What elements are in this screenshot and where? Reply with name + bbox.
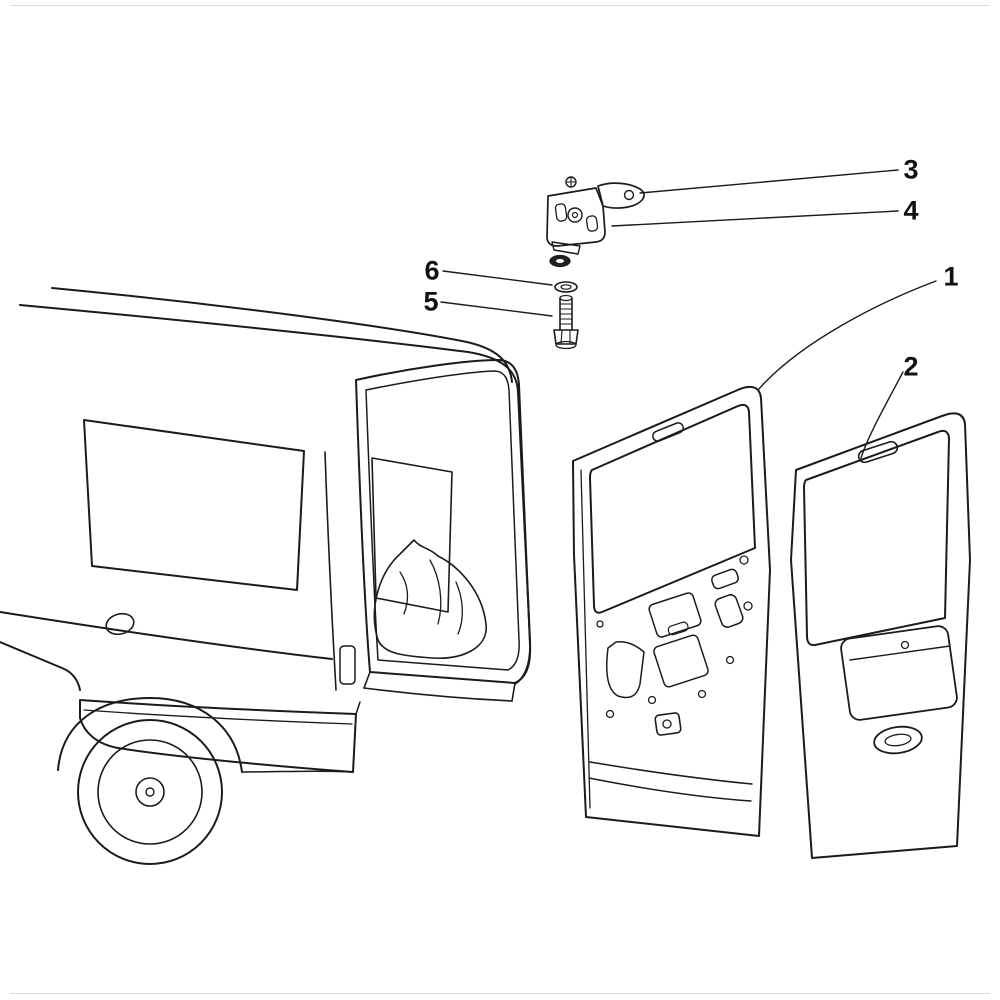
inner-door-center-stamp-lower	[653, 634, 709, 688]
van-side-window	[83, 419, 305, 591]
inner-door-top-slot	[652, 422, 684, 442]
van-wheel-center	[145, 787, 155, 797]
washer-part	[554, 281, 578, 293]
callout-3: 3	[903, 154, 919, 185]
top-scan-rule	[10, 5, 990, 6]
van-rear-aperture	[355, 359, 532, 684]
outer-door-window	[803, 429, 950, 647]
van-interior-cover	[373, 539, 487, 659]
outer-door-outline	[790, 412, 971, 859]
van-side-crease	[0, 611, 333, 660]
van-rear-corner-inner	[461, 340, 513, 383]
inner-door-center-slot	[667, 621, 689, 636]
bolt-shank-top	[559, 294, 573, 302]
inner-door-hole-7	[725, 655, 735, 665]
inner-door-hole-3	[596, 620, 604, 628]
callout-2: 2	[903, 351, 919, 382]
inner-door-window	[589, 403, 756, 614]
van-wheel-arch	[57, 697, 243, 773]
leader-line-6	[442, 270, 553, 286]
van-sill-left	[363, 671, 371, 689]
bottom-scan-rule	[10, 993, 990, 994]
hinge-assembly	[546, 176, 645, 268]
inner-door-latch-hole	[662, 719, 672, 729]
van-interior-cover-fold-1	[399, 571, 409, 615]
washer-outer	[554, 281, 578, 293]
van-underbody	[241, 770, 354, 773]
inner-door-panel	[572, 385, 771, 837]
hinge-arm-hole	[623, 189, 635, 201]
van-wheel-hub	[135, 777, 165, 807]
van-interior-cover-fold-3	[455, 581, 463, 635]
van-interior-cover-fold-2	[429, 559, 442, 625]
van-sill-line	[363, 687, 513, 702]
outer-door-panel	[790, 412, 971, 859]
inner-door-crease-2	[588, 777, 752, 802]
inner-door-outline	[572, 385, 771, 837]
callout-5: 5	[423, 286, 439, 317]
outer-door-grip	[873, 725, 923, 755]
van-sill-right	[511, 682, 516, 702]
inner-door-hole-2	[743, 601, 753, 611]
hinge-slot-right	[585, 215, 599, 232]
hinge-arm	[597, 182, 645, 209]
van-bumper-top-line	[83, 709, 353, 725]
inner-door-hole-4	[605, 709, 615, 719]
inner-door-center-stamp-upper	[648, 592, 702, 638]
leader-line-5	[440, 301, 553, 317]
leader-line-1	[757, 280, 937, 391]
van-wheel-tire	[77, 719, 223, 865]
hinge-pivot-hole	[567, 207, 583, 223]
inner-door-right-slot-lower	[714, 594, 744, 628]
outer-door-grip-inner	[884, 733, 912, 747]
callout-4: 4	[903, 195, 919, 226]
leader-lines	[440, 169, 937, 459]
bolt-part	[553, 294, 579, 350]
van-fuel-cap	[105, 612, 135, 636]
van-wheel-rim	[97, 739, 203, 845]
leader-line-4	[611, 210, 899, 227]
inner-door-hole-5	[647, 695, 657, 705]
hinge-screw	[565, 176, 577, 188]
inner-door-right-slot-upper	[711, 568, 739, 590]
hinge-slot-left	[554, 203, 568, 222]
inner-door-latch	[654, 712, 682, 736]
leader-line-3	[639, 169, 899, 194]
van-interior-window	[371, 457, 453, 613]
hinge-lower-flange	[551, 241, 581, 255]
van-bumper	[79, 699, 357, 773]
van-rear-view	[0, 287, 532, 865]
outer-door-plate-strip	[849, 645, 951, 661]
hinge-pivot-center	[571, 211, 579, 219]
van-rear-aperture-inner	[365, 370, 520, 671]
hinge-bracket-body	[546, 187, 606, 247]
van-door-seam	[324, 451, 337, 691]
hinge-screw-slot	[566, 177, 576, 187]
van-bumper-corner	[355, 701, 361, 715]
leader-line-2	[860, 371, 904, 459]
van-roof-edge	[19, 304, 469, 353]
outer-door-plate-recess	[840, 625, 958, 721]
inner-door-crease-1	[589, 761, 753, 785]
inner-door-left-flange	[580, 469, 591, 809]
callout-6: 6	[424, 255, 440, 286]
outer-door-hole	[900, 640, 910, 650]
van-tail-lamp	[339, 645, 356, 685]
outer-door-handle-slot	[857, 440, 899, 464]
hinge-grommet-hole	[556, 259, 564, 263]
van-side-bottom	[0, 641, 81, 691]
callout-1: 1	[943, 261, 959, 292]
inner-door-left-cutout	[606, 640, 645, 699]
washer-inner	[560, 284, 572, 290]
bolt-threads	[559, 303, 573, 325]
van-rear-corner	[467, 351, 532, 685]
bolt-head-bottom	[555, 340, 577, 350]
inner-door-hole-1	[739, 555, 749, 565]
inner-door-hole-6	[697, 689, 707, 699]
van-roof-top	[51, 287, 463, 342]
